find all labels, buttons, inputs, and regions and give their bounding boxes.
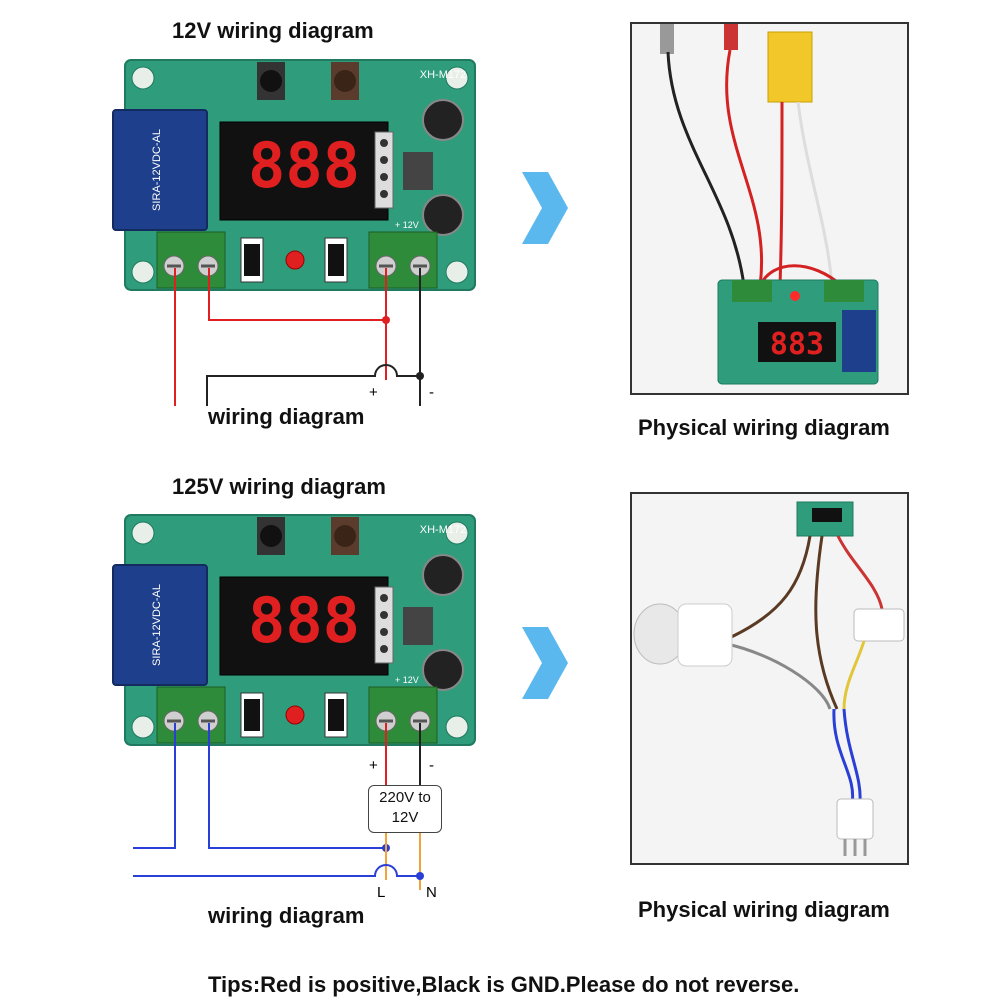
board-model-label: XH-M172 <box>420 69 466 81</box>
board-display-digits: 888 <box>248 584 360 657</box>
diagram-caption-12v: wiring diagram <box>208 404 365 429</box>
section-title-12v: 12V wiring diagram <box>172 18 374 43</box>
relay-label: SIRA-12VDC-AL <box>151 129 163 211</box>
section-title-125v: 125V wiring diagram <box>172 474 386 499</box>
board-display-digits: 888 <box>248 129 360 202</box>
converter-line1: 220V to <box>379 789 431 806</box>
polarity-plus-125v: + <box>369 757 378 774</box>
board-model-label: XH-M172 <box>420 524 466 536</box>
chevron-right-icon <box>522 627 568 699</box>
terminal-voltage-label: + 12V <box>395 675 419 685</box>
chevron-right-icon <box>522 172 568 244</box>
tips-note: Tips:Red is positive,Black is GND.Please… <box>208 972 800 997</box>
photo-caption-125v: Physical wiring diagram <box>638 897 890 922</box>
wires-12v <box>174 268 424 406</box>
polarity-minus-125v: - <box>429 757 434 774</box>
converter-box: 220V to 12V <box>368 785 442 833</box>
photo-12v-wiring: 883 <box>630 22 909 395</box>
diagram-caption-125v: wiring diagram <box>208 903 365 928</box>
relay-board-12v: XH-M172 SIRA-12VDC-AL 888 + 12V <box>111 58 477 292</box>
relay-label: SIRA-12VDC-AL <box>151 584 163 666</box>
terminal-voltage-label: + 12V <box>395 220 419 230</box>
photo-caption-12v: Physical wiring diagram <box>638 415 890 440</box>
mains-neutral-label: N <box>426 884 437 901</box>
relay-board-125v: XH-M172 SIRA-12VDC-AL 888 + 12V <box>111 513 477 747</box>
wires-125v <box>133 723 424 890</box>
polarity-plus-12v: + <box>369 384 378 401</box>
converter-line2: 12V <box>391 809 419 826</box>
photo-125v-wiring <box>630 492 909 865</box>
mains-live-label: L <box>377 884 385 901</box>
photo-display-digits: 883 <box>770 327 824 362</box>
polarity-minus-12v: - <box>429 384 434 401</box>
